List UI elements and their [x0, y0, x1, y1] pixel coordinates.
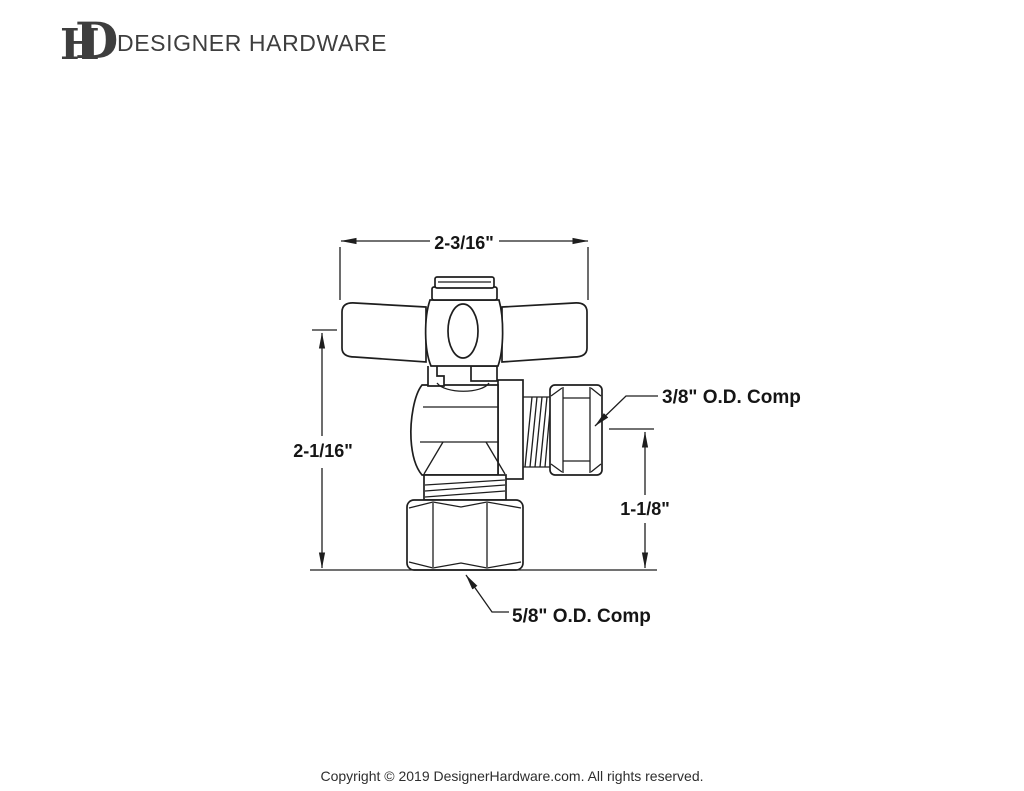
dimension-annotations: 2-3/16" 2-1/16" 1-1/8" 3/8" O.D. Comp 5/…: [293, 233, 801, 627]
callout-outlet-label: 3/8" O.D. Comp: [662, 387, 801, 408]
callout-inlet-label: 5/8" O.D. Comp: [512, 606, 651, 627]
dimension-right-height: 1-1/8": [609, 428, 670, 569]
valve-handle: [341, 276, 588, 367]
dimension-top-width: 2-3/16": [339, 233, 589, 300]
logo-letter-d: D: [75, 11, 119, 70]
dimension-left-height-value: 2-1/16": [293, 441, 353, 461]
outlet-flange: [497, 379, 524, 480]
copyright-text: Copyright © 2019 DesignerHardware.com. A…: [320, 768, 704, 784]
callout-outlet: 3/8" O.D. Comp: [594, 387, 801, 427]
handle-right-arm: [501, 302, 588, 363]
handle-left-arm: [341, 302, 427, 363]
brand-name: DESIGNER HARDWARE: [117, 30, 388, 56]
handle-oval-slot: [447, 303, 479, 359]
dimension-top-width-value: 2-3/16": [434, 233, 494, 253]
logo-letter-h: H: [60, 20, 100, 69]
valve-body: [410, 384, 506, 476]
callout-inlet: 5/8" O.D. Comp: [465, 574, 651, 627]
dimension-left-height: 2-1/16": [293, 329, 353, 569]
dimension-right-height-value: 1-1/8": [620, 499, 670, 519]
valve-parts: [341, 276, 603, 571]
brand-logo: H D: [60, 11, 119, 70]
handle-cap-band: [431, 286, 498, 301]
outlet-compression-nut: [549, 384, 603, 476]
inlet-compression-nut: [406, 499, 524, 571]
page-header: H D DESIGNER HARDWARE: [0, 0, 1024, 80]
inlet-threads: [423, 474, 507, 501]
outlet-threads: [523, 396, 552, 468]
